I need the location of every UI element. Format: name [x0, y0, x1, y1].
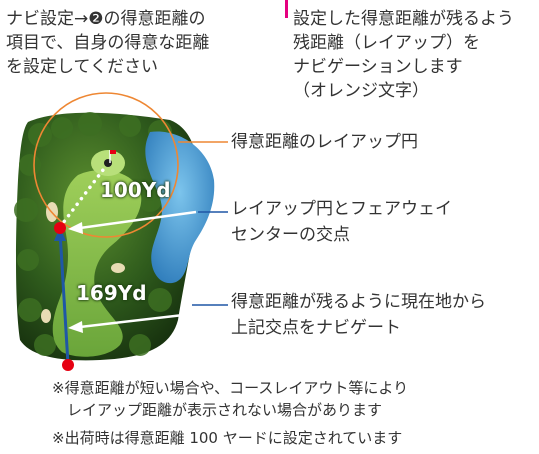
total-distance-label: 169Yd: [76, 281, 147, 305]
intro-instruction-text: ナビ設定→❷の得意距離の 項目で、自身の得意な距離 を設定してください: [6, 9, 210, 77]
flag-icon: [110, 150, 116, 154]
water-hazard: [145, 131, 215, 284]
short-distance-note: ※得意距離が短い場合や、コースレイアウト等により レイアップ距離が表示されない場…: [52, 379, 409, 419]
navigation-line: [58, 231, 70, 365]
pink-accent-tick: [285, 0, 288, 18]
layup-dotted-line: [58, 164, 108, 229]
intersection-pointer-arrowhead: [68, 222, 83, 234]
layup-distance-label: 100Yd: [100, 178, 171, 202]
bunker: [111, 263, 125, 273]
intersection-pointer-line: [79, 210, 197, 230]
current-position-marker: [62, 359, 74, 371]
bunker: [41, 309, 51, 323]
layup-circle-caption: 得意距離のレイアップ円: [231, 132, 418, 152]
navigate-pointer-arrowhead: [68, 321, 83, 333]
layup-description-text: 設定した得意距離が残るよう 残距離（レイアップ）を ナビゲーションします （オレ…: [293, 9, 514, 101]
navigate-caption: 得意距離が残るように現在地から 上記交点をナビゲート: [231, 292, 486, 338]
default-setting-note: ※出荷時は得意距離 100 ヤードに設定されています: [52, 429, 403, 447]
layup-circle: [33, 92, 179, 238]
fairway: [52, 170, 142, 357]
intersection-marker: [54, 222, 66, 234]
hole-cup: [104, 159, 112, 167]
navigate-pointer-line: [79, 312, 193, 329]
intersection-caption: レイアップ円とフェアウェイ センターの交点: [231, 199, 452, 245]
